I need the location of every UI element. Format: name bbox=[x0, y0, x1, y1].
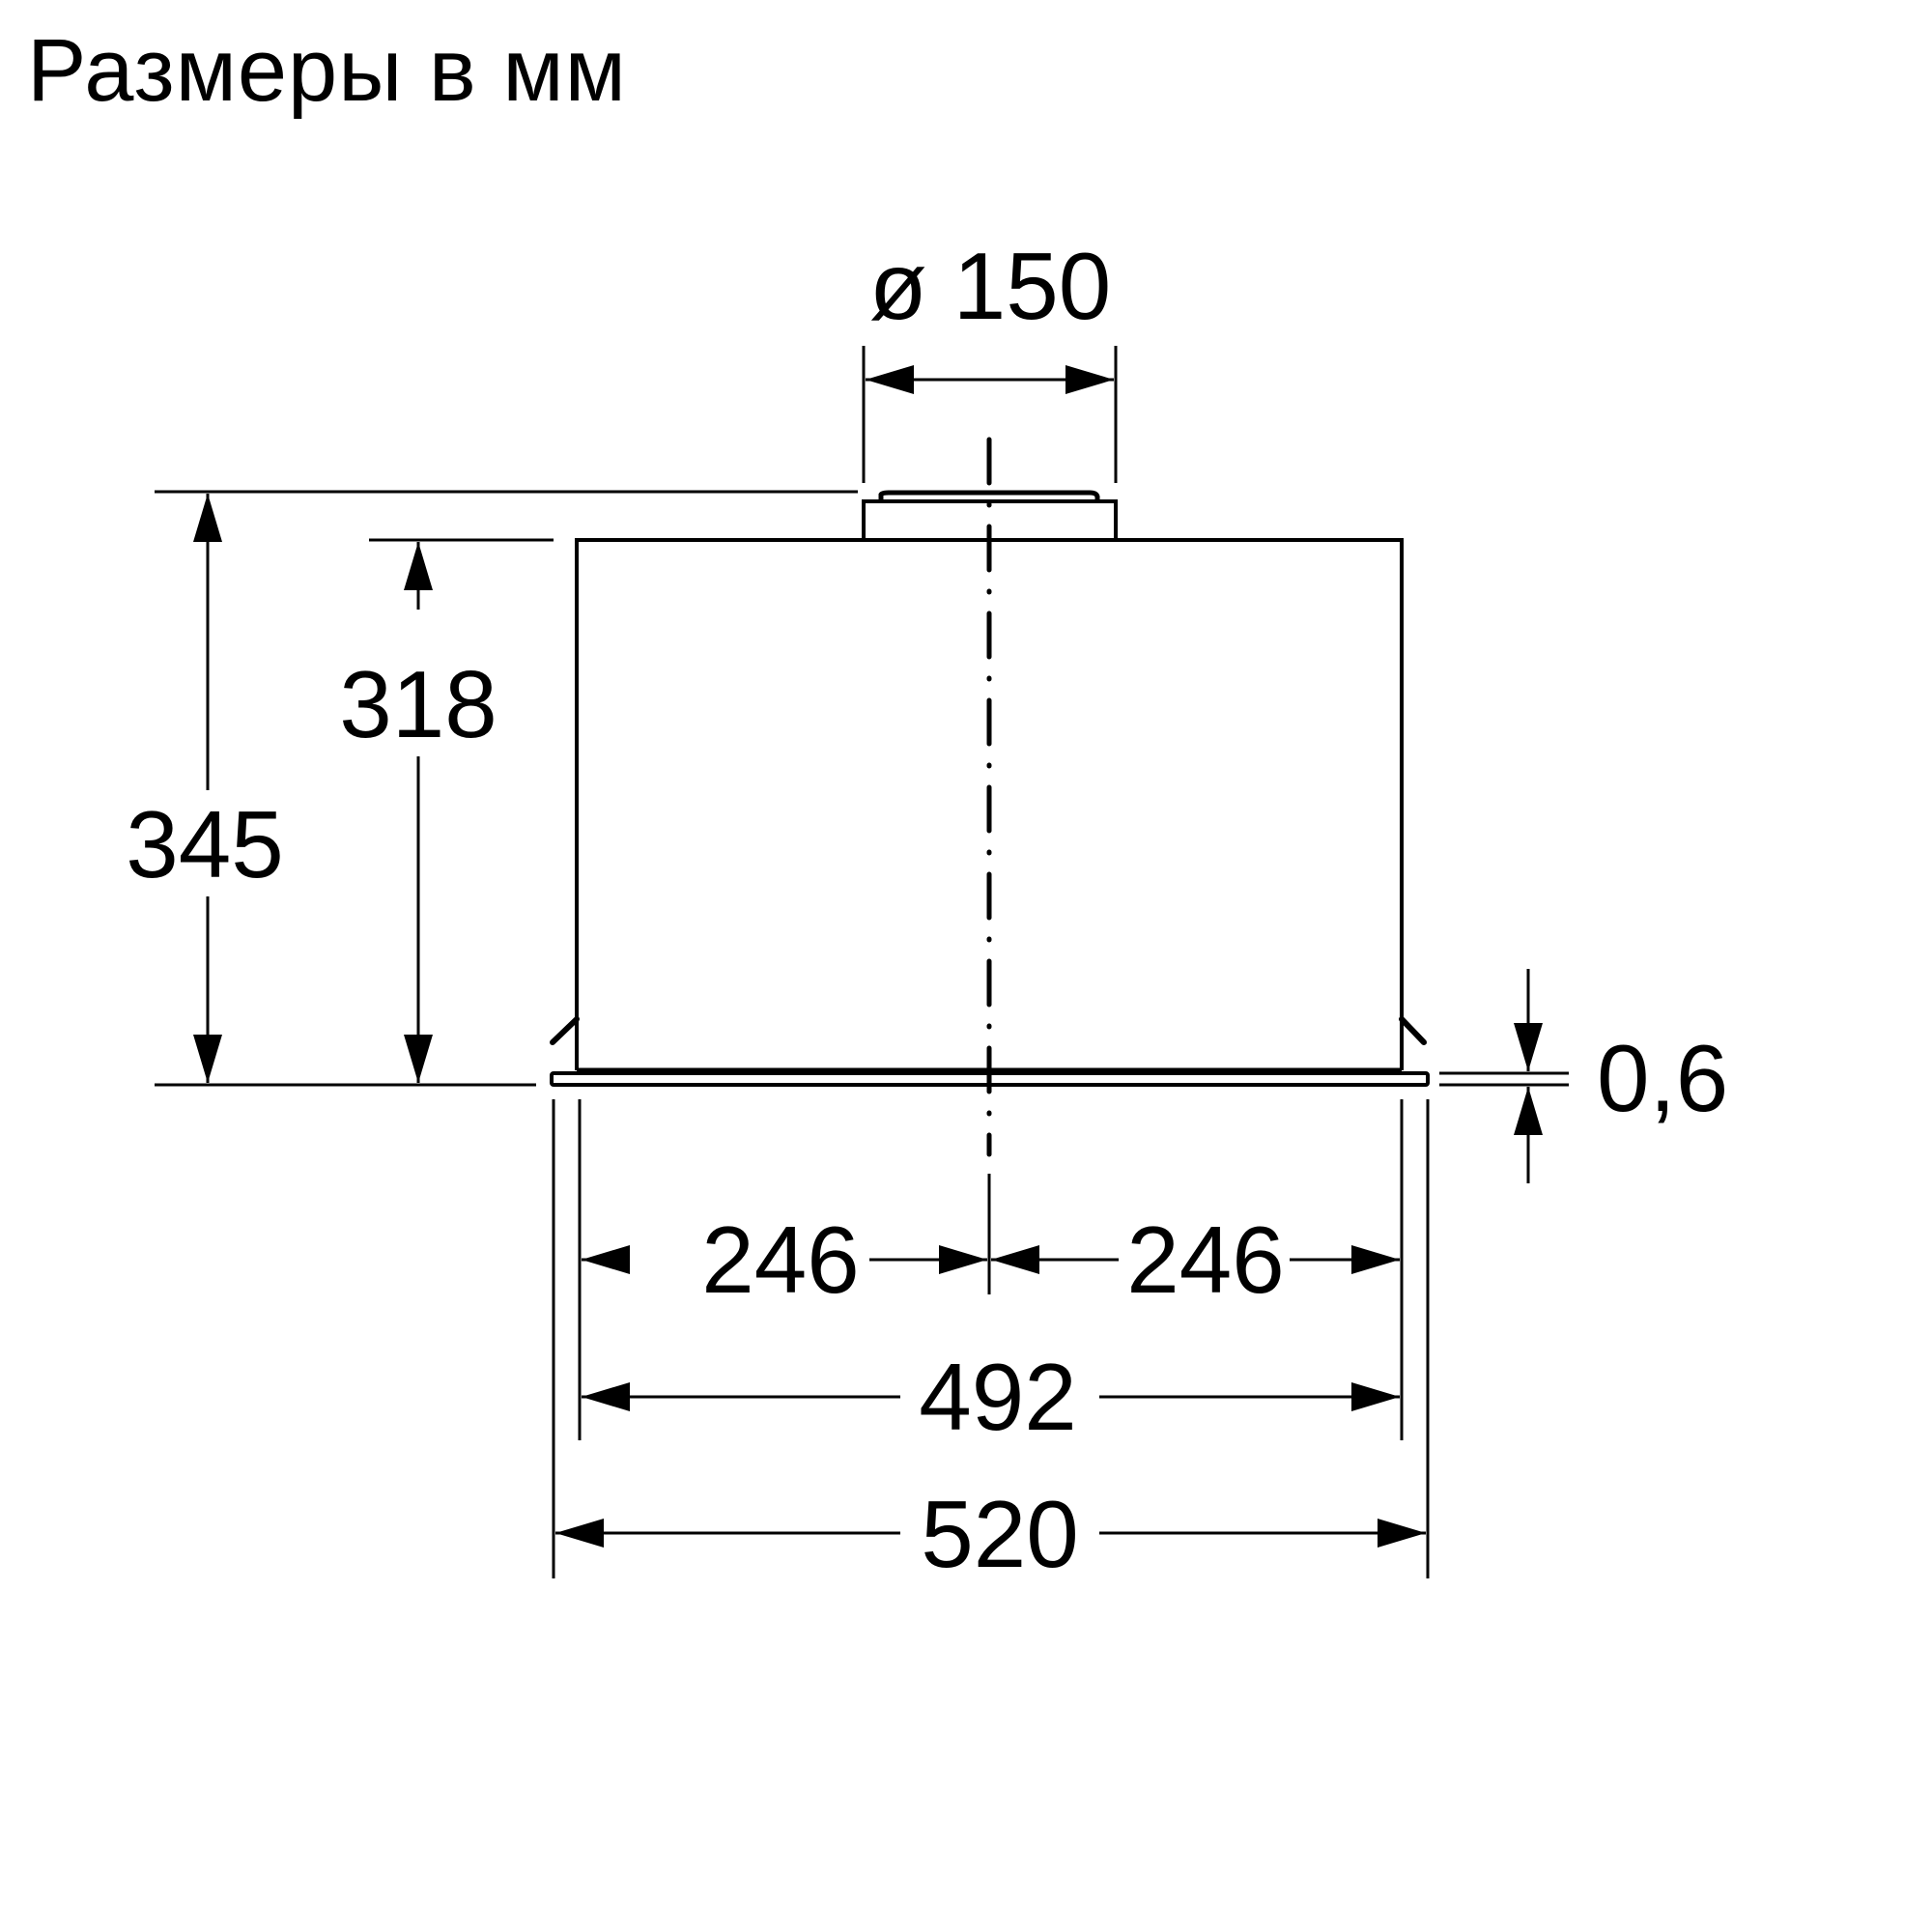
plate-thickness-label: 0,6 bbox=[1597, 1025, 1728, 1131]
half-width-right-label: 246 bbox=[1126, 1207, 1285, 1313]
body-width-label: 492 bbox=[919, 1344, 1077, 1450]
plate-thickness-dimension bbox=[1439, 969, 1569, 1183]
half-width-left-label: 246 bbox=[701, 1207, 860, 1313]
left-clip bbox=[550, 1016, 580, 1045]
right-clip bbox=[1399, 1016, 1427, 1045]
total-height-dimension bbox=[155, 490, 858, 1087]
page-title: Размеры в мм bbox=[27, 21, 627, 120]
duct-flange bbox=[878, 490, 1100, 501]
duct-collar bbox=[862, 499, 1118, 540]
duct-diameter-dimension bbox=[862, 346, 1118, 483]
body-height-label: 318 bbox=[339, 651, 497, 757]
total-width-label: 520 bbox=[921, 1481, 1079, 1587]
body-height-dimension bbox=[369, 538, 554, 1083]
duct-diameter-label: ø 150 bbox=[869, 233, 1112, 339]
width-extension-lines bbox=[552, 1099, 1430, 1578]
total-height-label: 345 bbox=[126, 791, 284, 897]
